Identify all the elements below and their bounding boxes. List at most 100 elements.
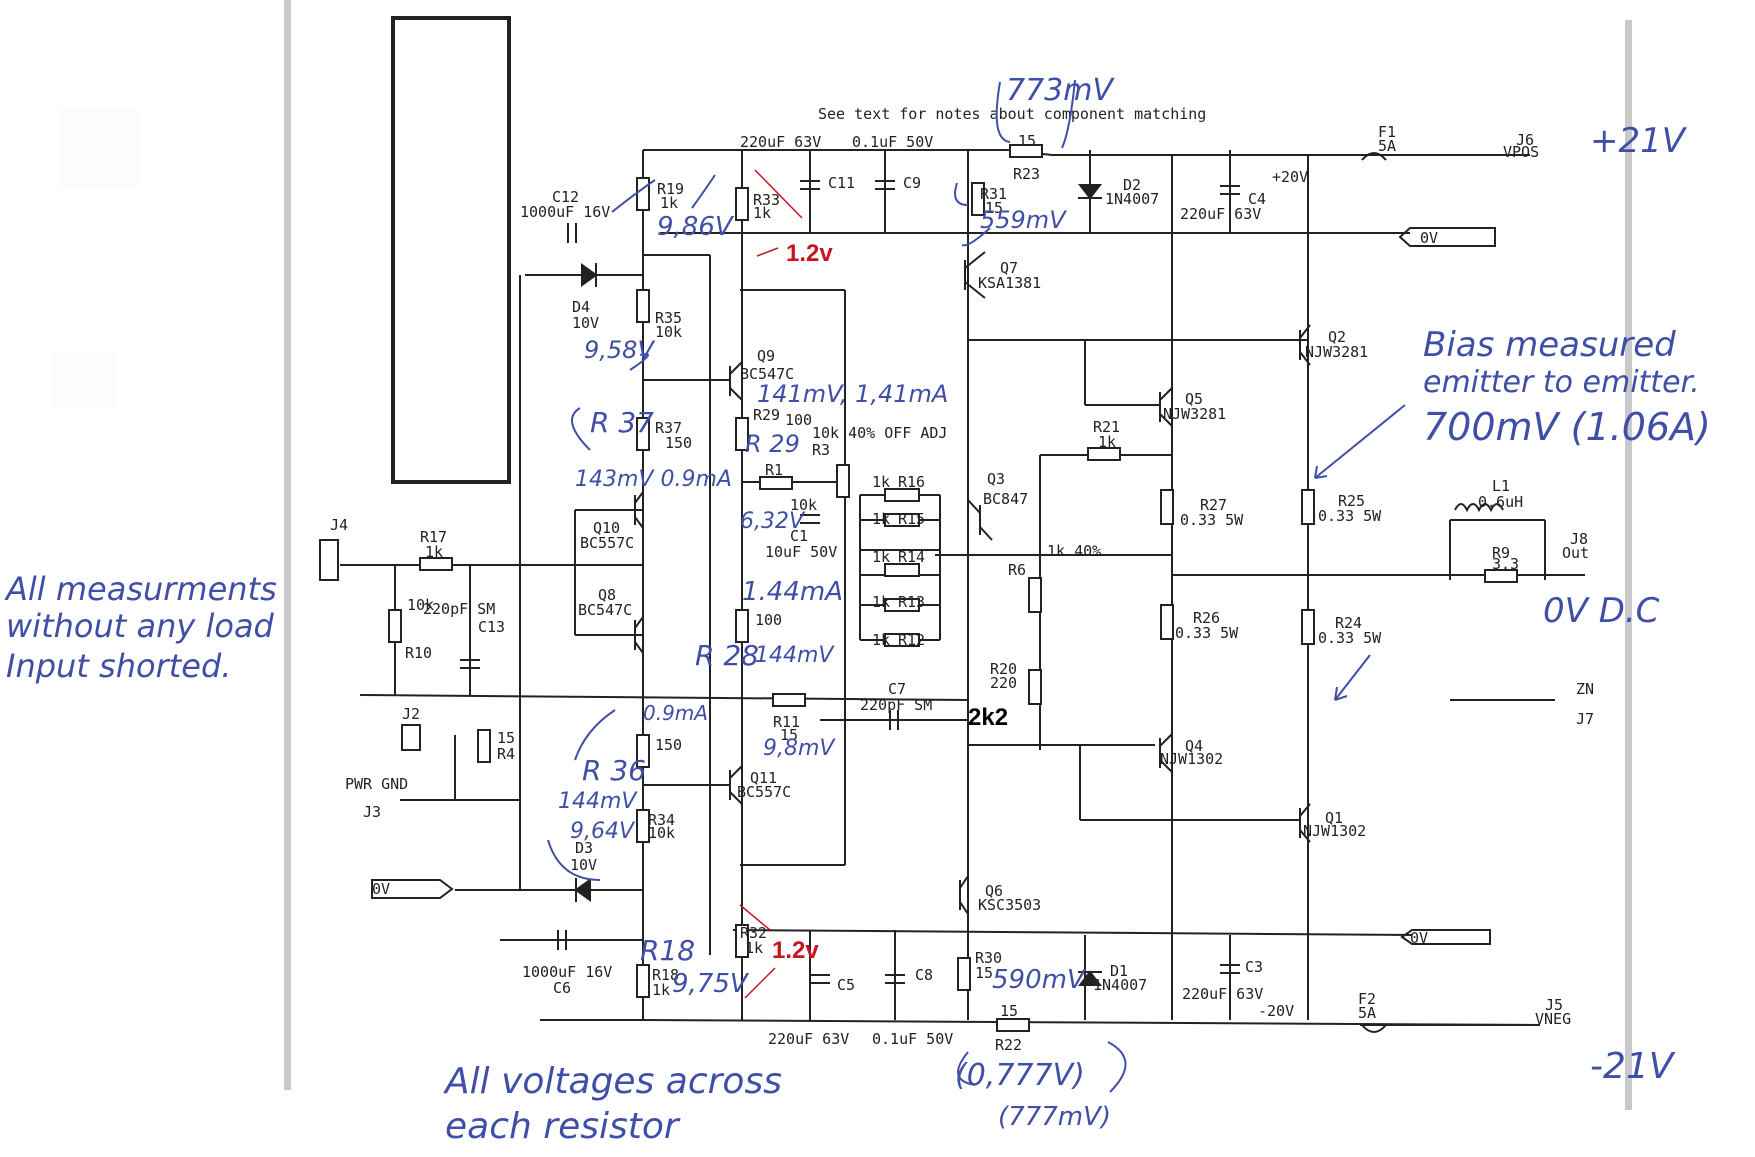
label-r32: R32 — [740, 924, 767, 942]
red-annotation-bottom: 1.2v — [772, 937, 819, 964]
label-q1: Q1 — [1325, 809, 1343, 827]
label-f1-val: 5A — [1378, 137, 1396, 155]
hand-note-r36-09ma: 0.9mA — [643, 701, 708, 725]
label-c13: C13 — [478, 618, 505, 636]
label-r26-val: 0.33 5W — [1175, 624, 1239, 642]
label-c3: C3 — [1245, 958, 1263, 976]
redaction-box — [391, 16, 511, 484]
hand-note-q9-141mv: 141mV, 1,41mA — [757, 380, 948, 408]
label-r4-val: 15 — [497, 729, 515, 747]
label-q2: Q2 — [1328, 328, 1346, 346]
label-j5: J5 — [1545, 996, 1563, 1014]
label-vpos: VPOS — [1503, 143, 1539, 161]
label-ov-bottom: 0V — [1410, 929, 1428, 947]
label-r20: R20 — [990, 660, 1017, 678]
label-d4-val: 10V — [572, 314, 599, 332]
hand-note-r28-144mv: 144mV — [755, 643, 835, 668]
capacitors — [460, 180, 1240, 984]
label-r37: R37 — [655, 419, 682, 437]
label-j8: J8 — [1570, 530, 1588, 548]
label-r27-val: 0.33 5W — [1180, 511, 1244, 529]
hand-note-r37-143mv: 143mV 0.9mA — [575, 467, 732, 492]
label-q5: Q5 — [1185, 390, 1203, 408]
label-r6: R6 — [1008, 561, 1026, 579]
hand-note-r28-label: R 28 — [695, 639, 759, 672]
label-c9: C9 — [903, 174, 921, 192]
label-c6-val: 1000uF 16V — [522, 963, 612, 981]
note-ov-dc: 0V D.C — [1543, 591, 1660, 631]
label-r14: R14 — [898, 548, 925, 566]
label-l1: L1 — [1492, 477, 1510, 495]
label-r19: R19 — [657, 180, 684, 198]
resistors — [388, 144, 1518, 1032]
label-r9: R9 — [1492, 544, 1510, 562]
handwritten-notes: All measurments without any load Input s… — [4, 73, 1711, 1147]
wiring — [340, 149, 1585, 1026]
label-c7-val: 220pF SM — [860, 696, 932, 714]
label-c12-val: 1000uF 16V — [520, 203, 610, 221]
label-q4: Q4 — [1185, 737, 1203, 755]
label-pwr-gnd: PWR GND — [345, 775, 408, 793]
label-d4: D4 — [572, 298, 590, 316]
label-r27: R27 — [1200, 496, 1227, 514]
white-patch-2 — [50, 352, 116, 408]
diodes — [574, 184, 1103, 986]
label-r30: R30 — [975, 949, 1002, 967]
label-d2-val: 1N4007 — [1105, 190, 1159, 208]
label-r1: R1 — [765, 461, 783, 479]
header-note: See text for notes about component match… — [818, 105, 1206, 123]
label-q2-val: NJW3281 — [1305, 343, 1368, 361]
label-r33: R33 — [753, 191, 780, 209]
label-r21: R21 — [1093, 418, 1120, 436]
label-c4-val: 220uF 63V — [1180, 205, 1261, 223]
label-c3-val: 220uF 63V — [1182, 985, 1263, 1003]
label-r20-val: 220 — [990, 674, 1017, 692]
right-scan-edge — [1625, 20, 1632, 1110]
label-r34: R34 — [648, 811, 675, 829]
label-vneg: VNEG — [1535, 1010, 1571, 1028]
label-q8-val: BC547C — [578, 601, 632, 619]
label-zn: ZN — [1576, 680, 1594, 698]
note-all-voltages-2: each resistor — [445, 1106, 681, 1147]
note-all-measurements-2: without any load — [6, 607, 275, 645]
label-q4-val: NJW1302 — [1160, 750, 1223, 768]
component-labels: 220uF 63V 0.1uF 50V C11 C9 R23 15 R31 15… — [330, 123, 1594, 1054]
label-minus20: -20V — [1258, 1002, 1294, 1020]
label-q11-val: BC557C — [737, 783, 791, 801]
label-r3: R3 — [812, 441, 830, 459]
note-plus21: +21V — [1590, 121, 1688, 161]
label-r10-val: 10k — [407, 596, 434, 614]
label-r30-val: 15 — [975, 964, 993, 982]
hand-note-r18-label: R18 — [640, 934, 695, 967]
label-r23: R23 — [1013, 165, 1040, 183]
label-q6-val: KSC3503 — [978, 896, 1041, 914]
label-q10-val: BC557C — [580, 534, 634, 552]
hand-note-r30-590mv: 590mV — [992, 965, 1087, 995]
label-q1-val: NJW1302 — [1303, 822, 1366, 840]
label-c1: C1 — [790, 527, 808, 545]
label-q3: Q3 — [987, 470, 1005, 488]
hand-note-r11-98mv: 9,8mV — [763, 736, 836, 761]
note-bias-1: Bias measured — [1423, 325, 1676, 365]
label-q9: Q9 — [757, 347, 775, 365]
label-r26: R26 — [1193, 609, 1220, 627]
label-c8: C8 — [915, 966, 933, 984]
label-r31-val: 15 — [985, 199, 1003, 217]
label-r1k: 1k — [872, 631, 890, 649]
label-j7: J7 — [1576, 710, 1594, 728]
label-r11: R11 — [773, 713, 800, 731]
label-r18-val: 1k — [652, 981, 670, 999]
hand-note-r34-964v: 9,64V — [570, 819, 636, 844]
transistors — [634, 251, 1311, 915]
hand-note-r1-632v: 6,32V — [740, 509, 806, 534]
white-patch-1 — [58, 108, 138, 188]
black-annotation-2k2: 2k2 — [968, 704, 1008, 731]
label-j3: J3 — [363, 803, 381, 821]
note-all-voltages-1: All voltages across — [443, 1061, 782, 1102]
label-r25-val: 0.33 5W — [1318, 507, 1382, 525]
label-r25: R25 — [1338, 492, 1365, 510]
label-r29: R29 — [753, 406, 780, 424]
label-r10: R10 — [405, 644, 432, 662]
label-c13-val: 220pF SM — [423, 600, 495, 618]
